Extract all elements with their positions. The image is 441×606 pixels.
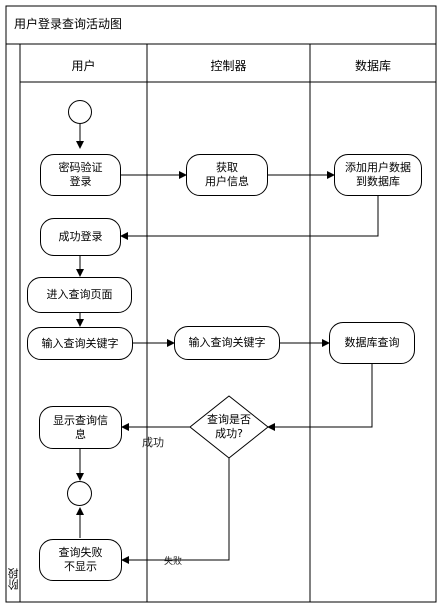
edge-label-fail: 失败: [164, 557, 183, 567]
initial-node: [68, 100, 92, 124]
decision-diamond: [189, 395, 269, 459]
decision-label: 查询是否 成功?: [207, 413, 251, 440]
final-node: [67, 481, 92, 506]
lane-header-database: 数据库: [354, 59, 391, 73]
node-input-keyword-controller: 输入查询关键字: [174, 326, 280, 360]
node-get-user-info: 获取 用户信息: [186, 154, 268, 196]
node-show-query-info: 显示查询信 息: [39, 406, 122, 449]
diagram-title: 用户登录查询活动图: [14, 17, 123, 31]
outer-frame: [5, 5, 437, 603]
node-input-keyword-user: 输入查询关键字: [27, 327, 133, 360]
edge-decision-to-fail: [121, 458, 230, 564]
node-login-success: 成功登录: [40, 218, 121, 256]
edge-dbquery-to-decision: [267, 364, 373, 431]
lane-header-controller: 控制器: [210, 59, 247, 73]
node-password-verify: 密码验证 登录: [40, 154, 121, 196]
stage-label: 阶段: [7, 568, 20, 590]
node-query-fail: 查询失败 不显示: [39, 539, 122, 581]
node-add-user-data: 添加用户数据 到数据库: [334, 154, 422, 196]
node-enter-query-page: 进入查询页面: [27, 277, 132, 313]
lane-header-user: 用户: [71, 59, 96, 73]
edge-adddata-to-success: [120, 196, 379, 240]
node-db-query: 数据库查询: [329, 322, 415, 364]
edge-label-success: 成功: [142, 436, 164, 449]
